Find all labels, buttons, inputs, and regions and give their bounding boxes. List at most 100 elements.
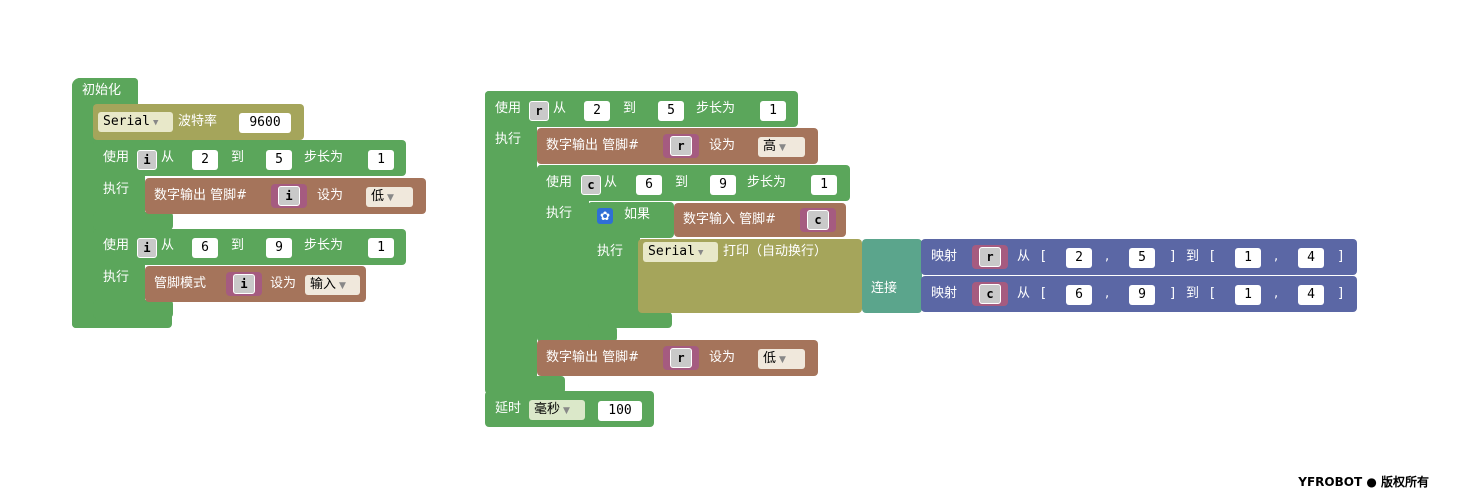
if-label: 如果 bbox=[624, 207, 651, 222]
map-from-high-input[interactable]: 5 bbox=[1129, 248, 1155, 268]
bracket-open: [ bbox=[1041, 249, 1047, 264]
bracket-close: ] bbox=[1338, 249, 1344, 264]
set-label: 设为 bbox=[270, 276, 297, 291]
for-start-input[interactable]: 2 bbox=[584, 101, 610, 121]
gear-icon[interactable]: ✿ bbox=[597, 208, 613, 224]
map-to-label: 到 bbox=[1186, 286, 1200, 301]
baud-input[interactable]: 9600 bbox=[239, 113, 291, 133]
pin-var-i[interactable]: i bbox=[233, 274, 255, 294]
comma: , bbox=[1274, 249, 1279, 264]
map-from-label: 从 bbox=[1017, 286, 1031, 301]
for-var-i[interactable]: i bbox=[137, 238, 157, 258]
for-var-i[interactable]: i bbox=[137, 150, 157, 170]
map-var-r[interactable]: r bbox=[979, 247, 1001, 267]
chevron-down-icon: ▼ bbox=[697, 248, 704, 258]
for-end-input[interactable]: 9 bbox=[710, 175, 736, 195]
level-dropdown[interactable]: 高▼ bbox=[758, 137, 805, 157]
bracket-close: ] bbox=[1170, 249, 1176, 264]
bracket-close: ] bbox=[1170, 286, 1176, 301]
map-from-low-input[interactable]: 6 bbox=[1066, 285, 1092, 305]
serial-port-dropdown[interactable]: Serial▼ bbox=[643, 242, 718, 262]
for-use-label: 使用 bbox=[103, 150, 130, 165]
text-join-block[interactable] bbox=[862, 239, 922, 313]
for-do-label: 执行 bbox=[546, 206, 573, 221]
level-dropdown[interactable]: 低▼ bbox=[758, 349, 805, 369]
map-from-low-input[interactable]: 2 bbox=[1066, 248, 1092, 268]
for-to-label: 到 bbox=[231, 150, 245, 165]
map-to-low-input[interactable]: 1 bbox=[1235, 248, 1261, 268]
for-from-label: 从 bbox=[553, 101, 567, 116]
for-end-input[interactable]: 9 bbox=[266, 238, 292, 258]
digital-read-label: 数字输入 管脚# bbox=[683, 212, 777, 227]
chevron-down-icon: ▼ bbox=[779, 143, 786, 153]
baud-label: 波特率 bbox=[178, 114, 218, 129]
map-to-high-input[interactable]: 4 bbox=[1298, 285, 1324, 305]
chevron-down-icon: ▼ bbox=[563, 406, 570, 416]
level-dropdown[interactable]: 低▼ bbox=[366, 187, 413, 207]
map-label: 映射 bbox=[931, 249, 958, 264]
for-to-label: 到 bbox=[623, 101, 637, 116]
pin-var-r[interactable]: r bbox=[670, 348, 692, 368]
join-label: 连接 bbox=[871, 281, 898, 296]
copyright-text: YFROBOT ● 版权所有 bbox=[1298, 475, 1429, 489]
for-to-label: 到 bbox=[231, 238, 245, 253]
map-to-low-input[interactable]: 1 bbox=[1235, 285, 1261, 305]
chevron-down-icon: ▼ bbox=[387, 193, 394, 203]
for-start-input[interactable]: 6 bbox=[192, 238, 218, 258]
bracket-close: ] bbox=[1338, 286, 1344, 301]
for-use-label: 使用 bbox=[495, 101, 522, 116]
for-step-label: 步长为 bbox=[304, 238, 344, 253]
for-start-input[interactable]: 2 bbox=[192, 150, 218, 170]
for-from-label: 从 bbox=[161, 238, 175, 253]
for-do-label: 执行 bbox=[103, 270, 130, 285]
for-from-label: 从 bbox=[604, 175, 618, 190]
for-use-label: 使用 bbox=[546, 175, 573, 190]
digital-write-label: 数字输出 管脚# bbox=[546, 350, 640, 365]
map-to-high-input[interactable]: 4 bbox=[1298, 248, 1324, 268]
map-to-label: 到 bbox=[1186, 249, 1200, 264]
for-step-input[interactable]: 1 bbox=[760, 101, 786, 121]
pin-mode-label: 管脚模式 bbox=[154, 276, 207, 291]
delay-label: 延时 bbox=[495, 401, 522, 416]
map-var-c[interactable]: c bbox=[979, 284, 1001, 304]
for-from-label: 从 bbox=[161, 150, 175, 165]
set-label: 设为 bbox=[317, 188, 344, 203]
pin-var-i[interactable]: i bbox=[278, 186, 300, 206]
set-label: 设为 bbox=[709, 350, 736, 365]
bracket-open: [ bbox=[1041, 286, 1047, 301]
pin-var-r[interactable]: r bbox=[670, 136, 692, 156]
for-step-input[interactable]: 1 bbox=[368, 150, 394, 170]
for-end-input[interactable]: 5 bbox=[658, 101, 684, 121]
comma: , bbox=[1105, 286, 1110, 301]
for-to-label: 到 bbox=[675, 175, 689, 190]
for-use-label: 使用 bbox=[103, 238, 130, 253]
for-step-input[interactable]: 1 bbox=[368, 238, 394, 258]
pin-var-c[interactable]: c bbox=[807, 210, 829, 230]
if-do-label: 执行 bbox=[597, 244, 624, 259]
for-step-label: 步长为 bbox=[747, 175, 787, 190]
comma: , bbox=[1105, 249, 1110, 264]
for-var-r[interactable]: r bbox=[529, 101, 549, 121]
map-from-high-input[interactable]: 9 bbox=[1129, 285, 1155, 305]
for-end-input[interactable]: 5 bbox=[266, 150, 292, 170]
digital-write-label: 数字输出 管脚# bbox=[546, 138, 640, 153]
mode-dropdown[interactable]: 输入▼ bbox=[305, 275, 360, 295]
comma: , bbox=[1274, 286, 1279, 301]
serial-port-dropdown[interactable]: Serial▼ bbox=[98, 112, 173, 132]
for-start-input[interactable]: 6 bbox=[636, 175, 662, 195]
println-label: 打印（自动换行） bbox=[723, 244, 828, 259]
for-var-c[interactable]: c bbox=[581, 175, 601, 195]
delay-input[interactable]: 100 bbox=[598, 401, 642, 421]
map-from-label: 从 bbox=[1017, 249, 1031, 264]
chevron-down-icon: ▼ bbox=[339, 281, 346, 291]
for-step-label: 步长为 bbox=[304, 150, 344, 165]
for-step-input[interactable]: 1 bbox=[811, 175, 837, 195]
setup-label: 初始化 bbox=[82, 83, 122, 98]
for-do-label: 执行 bbox=[103, 182, 130, 197]
bracket-open: [ bbox=[1210, 249, 1216, 264]
delay-unit-dropdown[interactable]: 毫秒▼ bbox=[529, 400, 585, 420]
map-label: 映射 bbox=[931, 286, 958, 301]
chevron-down-icon: ▼ bbox=[152, 118, 159, 128]
digital-write-label: 数字输出 管脚# bbox=[154, 188, 248, 203]
for-step-label: 步长为 bbox=[696, 101, 736, 116]
